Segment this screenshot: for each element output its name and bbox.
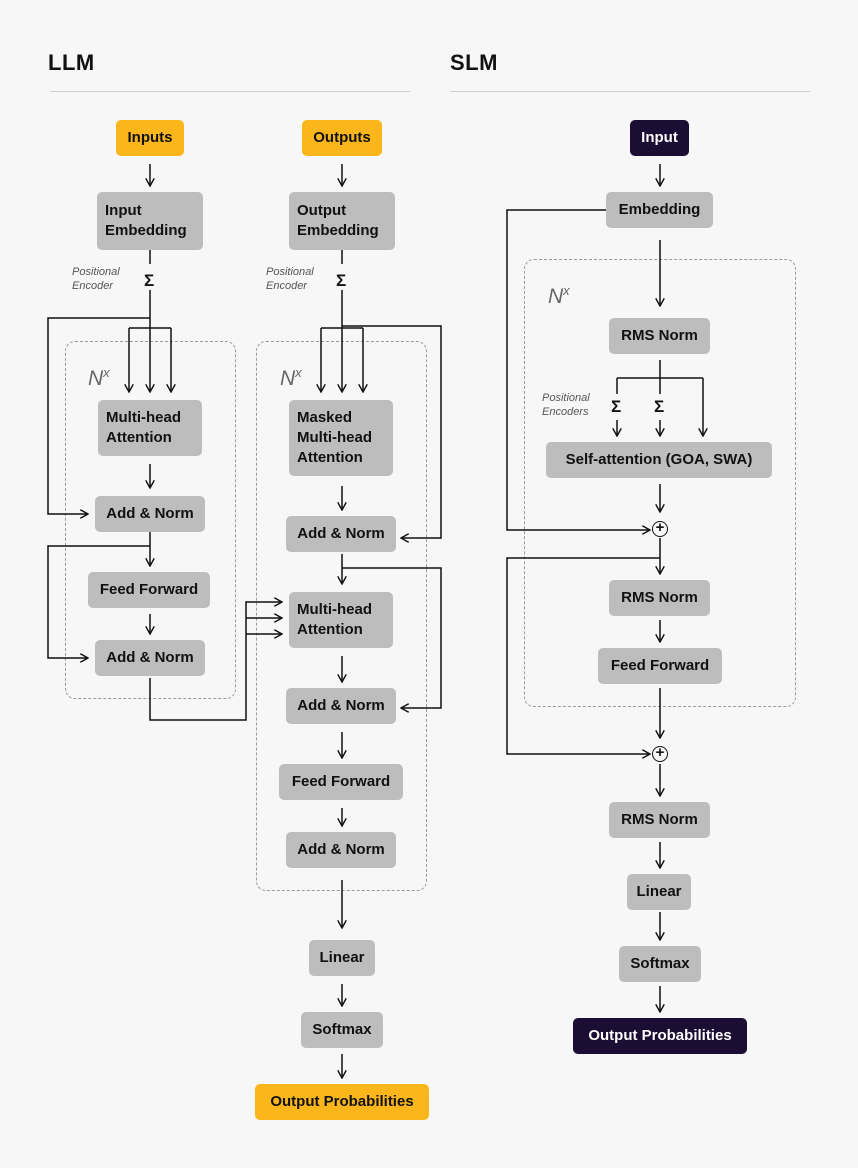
- llm-output-probabilities-node[interactable]: Output Probabilities: [255, 1084, 429, 1120]
- slm-rms-norm-2-block[interactable]: RMS Norm: [609, 580, 710, 616]
- slm-softmax-block[interactable]: Softmax: [619, 946, 701, 982]
- decoder-sigma-icon: Σ: [335, 271, 348, 290]
- encoder-feed-forward-block[interactable]: Feed Forward: [88, 572, 210, 608]
- input-embedding-block[interactable]: Input Embedding: [97, 192, 203, 250]
- slm-repeat-sup: x: [563, 283, 570, 298]
- decoder-repeat-n: N: [280, 367, 296, 390]
- encoder-sigma-icon: Σ: [143, 271, 156, 290]
- decoder-feed-forward-block[interactable]: Feed Forward: [279, 764, 403, 800]
- outputs-node[interactable]: Outputs: [302, 120, 382, 156]
- slm-embedding-block[interactable]: Embedding: [606, 192, 713, 228]
- decoder-add-norm-1-block[interactable]: Add & Norm: [286, 516, 396, 552]
- slm-repeat-label: Nx: [548, 283, 570, 309]
- encoder-multi-head-attention-block[interactable]: Multi-head Attention: [98, 400, 202, 456]
- slm-residual-add-2-icon: +: [652, 745, 668, 762]
- slm-repeat-n: N: [548, 285, 564, 308]
- encoder-repeat-n: N: [88, 367, 104, 390]
- encoder-add-norm-2-block[interactable]: Add & Norm: [95, 640, 205, 676]
- slm-divider: [450, 91, 810, 92]
- encoder-repeat-sup: x: [103, 365, 110, 380]
- encoder-add-norm-1-block[interactable]: Add & Norm: [95, 496, 205, 532]
- positional-encoder-label: Positional Encoder: [72, 266, 120, 292]
- llm-title: LLM: [48, 50, 95, 75]
- slm-rms-norm-3-block[interactable]: RMS Norm: [609, 802, 710, 838]
- slm-sigma-2-icon: Σ: [653, 397, 666, 416]
- slm-positional-encoders-label: Positional Encoders: [542, 392, 590, 418]
- masked-multi-head-attention-block[interactable]: Masked Multi-head Attention: [289, 400, 393, 476]
- output-embedding-block[interactable]: Output Embedding: [289, 192, 395, 250]
- slm-feed-forward-block[interactable]: Feed Forward: [598, 648, 722, 684]
- llm-softmax-block[interactable]: Softmax: [301, 1012, 383, 1048]
- decoder-add-norm-2-block[interactable]: Add & Norm: [286, 688, 396, 724]
- decoder-repeat-label: Nx: [280, 365, 302, 391]
- decoder-positional-encoder-label: Positional Encoder: [266, 266, 314, 292]
- slm-linear-block[interactable]: Linear: [627, 874, 691, 910]
- decoder-repeat-sup: x: [295, 365, 302, 380]
- inputs-node[interactable]: Inputs: [116, 120, 184, 156]
- decoder-add-norm-3-block[interactable]: Add & Norm: [286, 832, 396, 868]
- slm-rms-norm-1-block[interactable]: RMS Norm: [609, 318, 710, 354]
- slm-output-probabilities-node[interactable]: Output Probabilities: [573, 1018, 747, 1054]
- slm-residual-add-1-icon: +: [652, 520, 668, 537]
- slm-title: SLM: [450, 50, 498, 75]
- encoder-repeat-label: Nx: [88, 365, 110, 391]
- llm-divider: [50, 91, 410, 92]
- slm-input-node[interactable]: Input: [630, 120, 689, 156]
- llm-linear-block[interactable]: Linear: [309, 940, 375, 976]
- decoder-multi-head-attention-block[interactable]: Multi-head Attention: [289, 592, 393, 648]
- slm-sigma-1-icon: Σ: [610, 397, 623, 416]
- slm-self-attention-block[interactable]: Self-attention (GOA, SWA): [546, 442, 772, 478]
